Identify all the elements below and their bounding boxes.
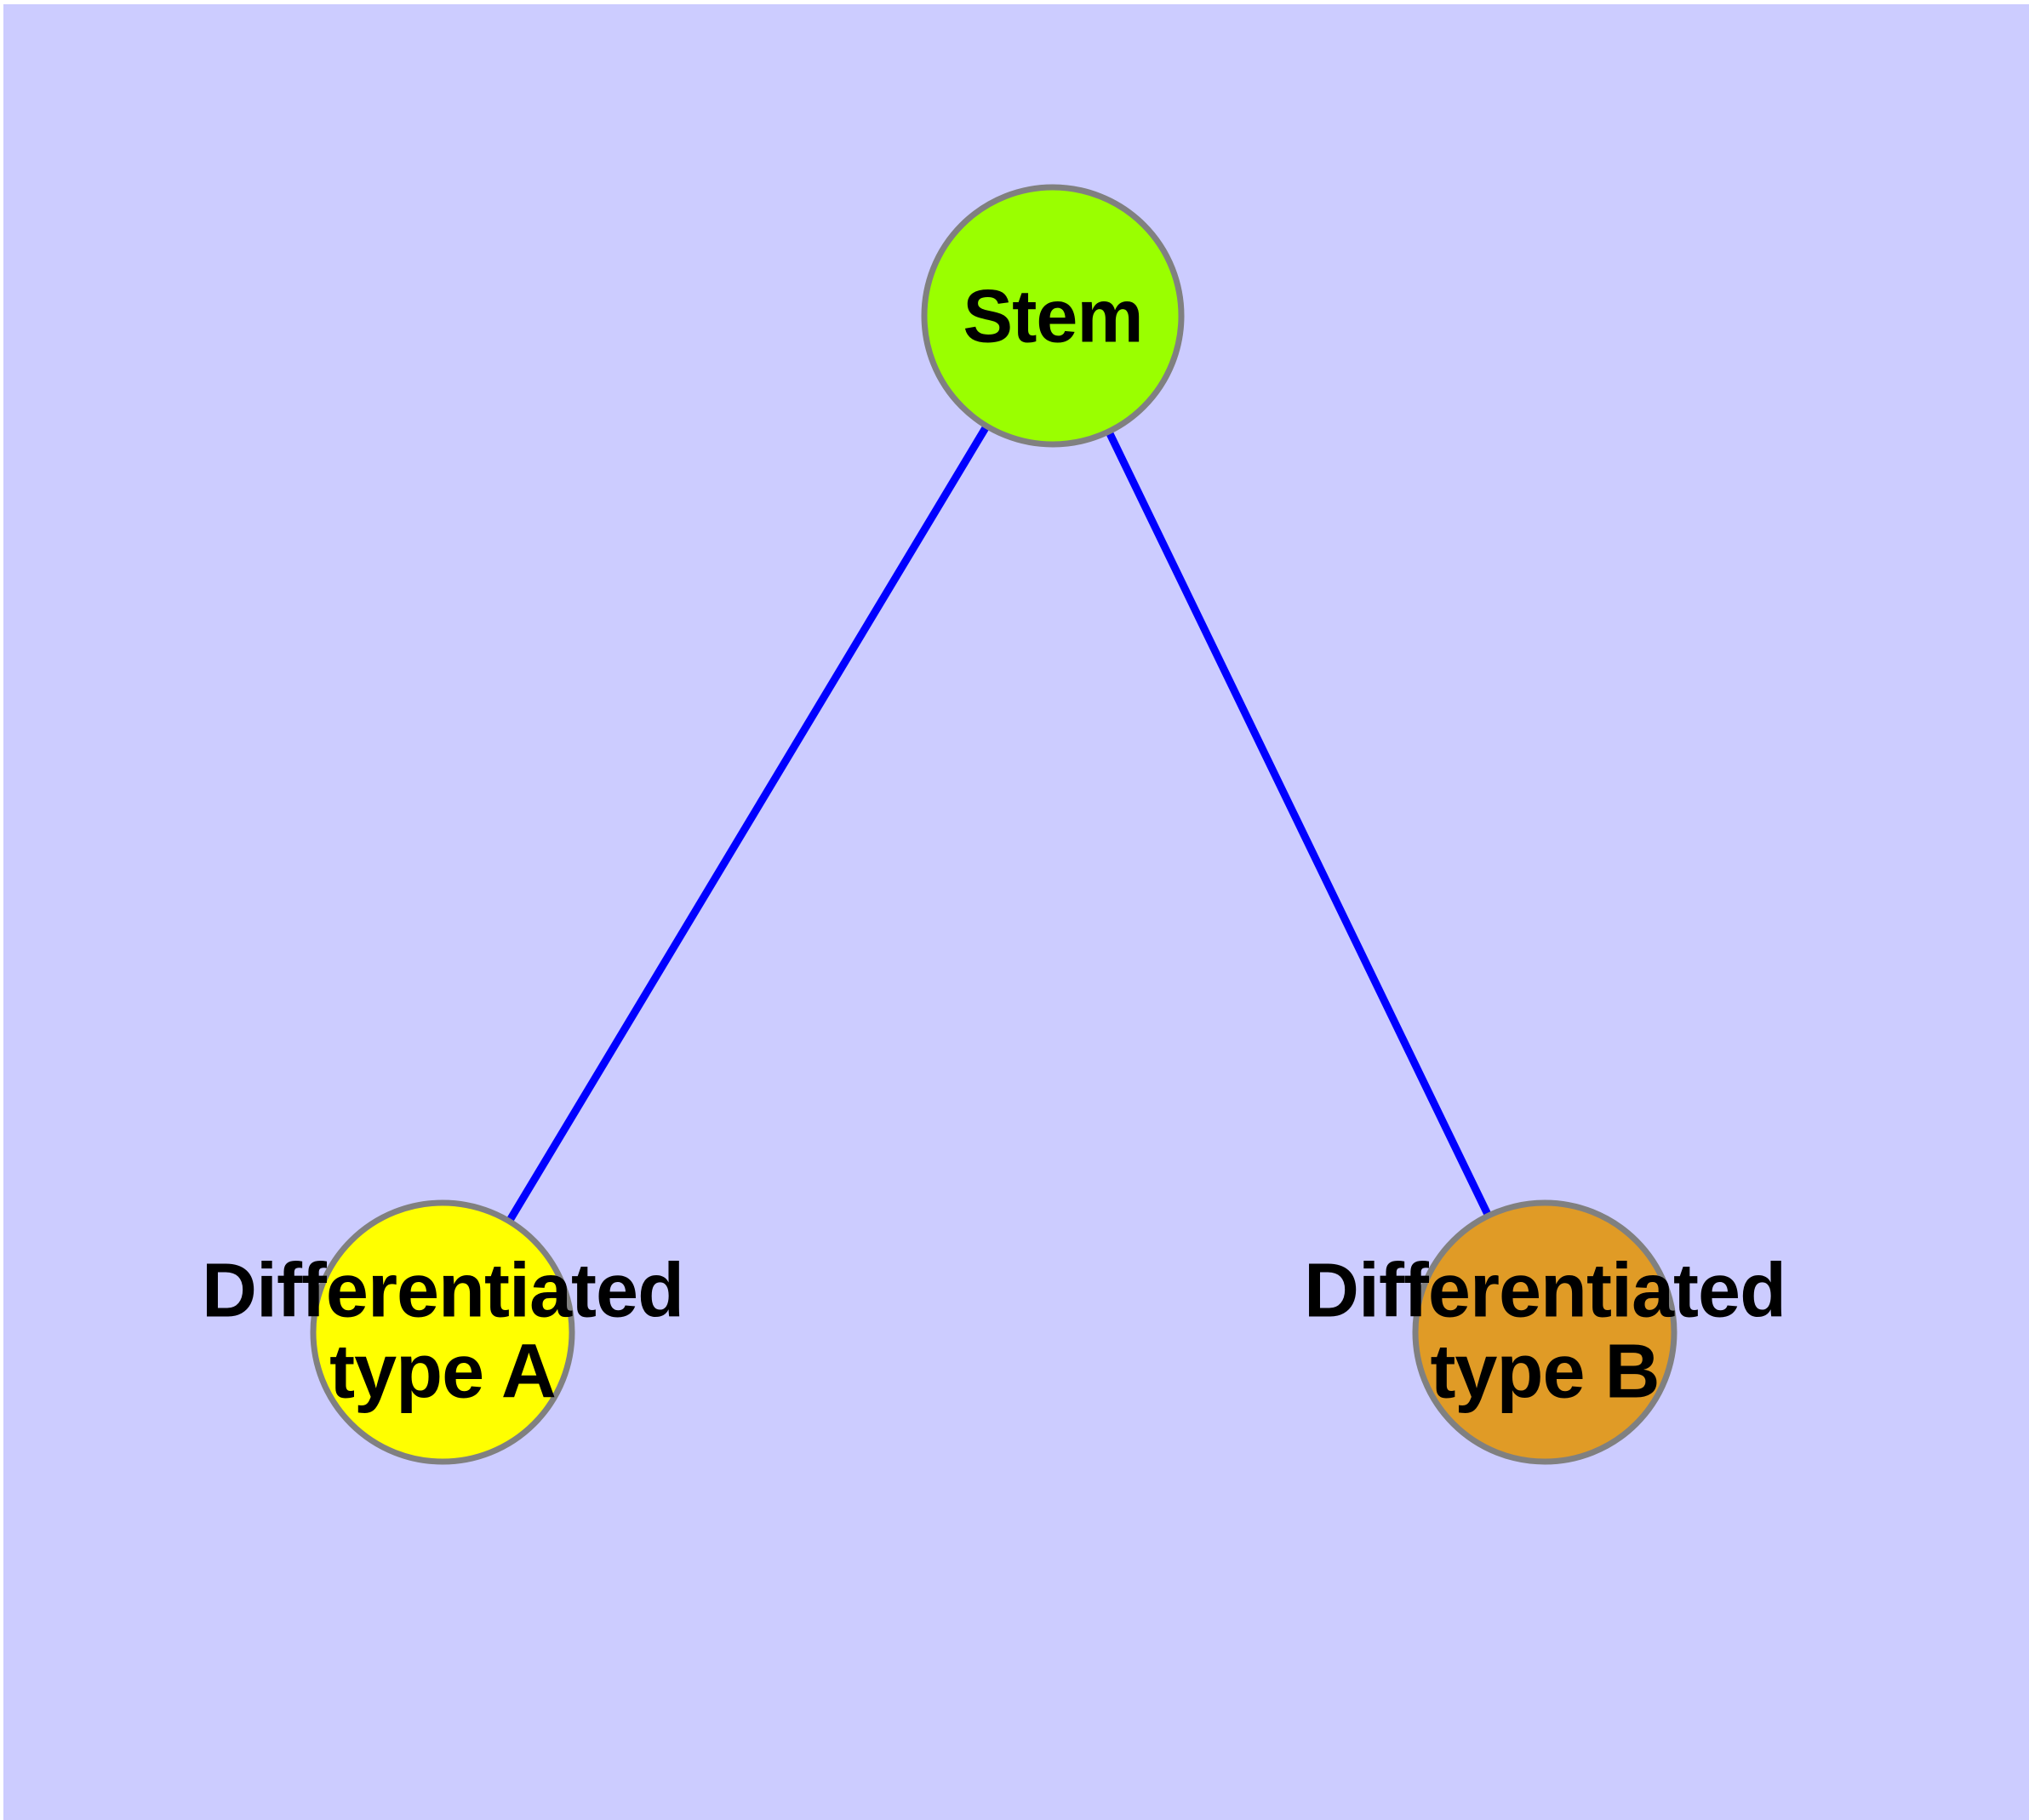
- nodes-group: [310, 184, 1677, 1465]
- graph-node-diff_b[interactable]: [1412, 1199, 1677, 1465]
- edges-group: [439, 313, 1549, 1335]
- graph-node-diff_a[interactable]: [310, 1199, 575, 1465]
- graph-svg: [310, 184, 1677, 1465]
- graph-edge-stem-diff_a[interactable]: [439, 313, 1056, 1335]
- node-label-line: type B: [1430, 1330, 1660, 1415]
- node-label-stem: Stem: [963, 273, 1143, 358]
- node-label-line: type A: [329, 1330, 557, 1415]
- node-label-line: Differentiated: [201, 1248, 684, 1334]
- node-label-line: Differentiated: [1303, 1248, 1786, 1334]
- graph-edge-stem-diff_b[interactable]: [1049, 314, 1549, 1334]
- node-label-line: Stem: [963, 273, 1143, 358]
- graph-node-stem[interactable]: [921, 184, 1185, 448]
